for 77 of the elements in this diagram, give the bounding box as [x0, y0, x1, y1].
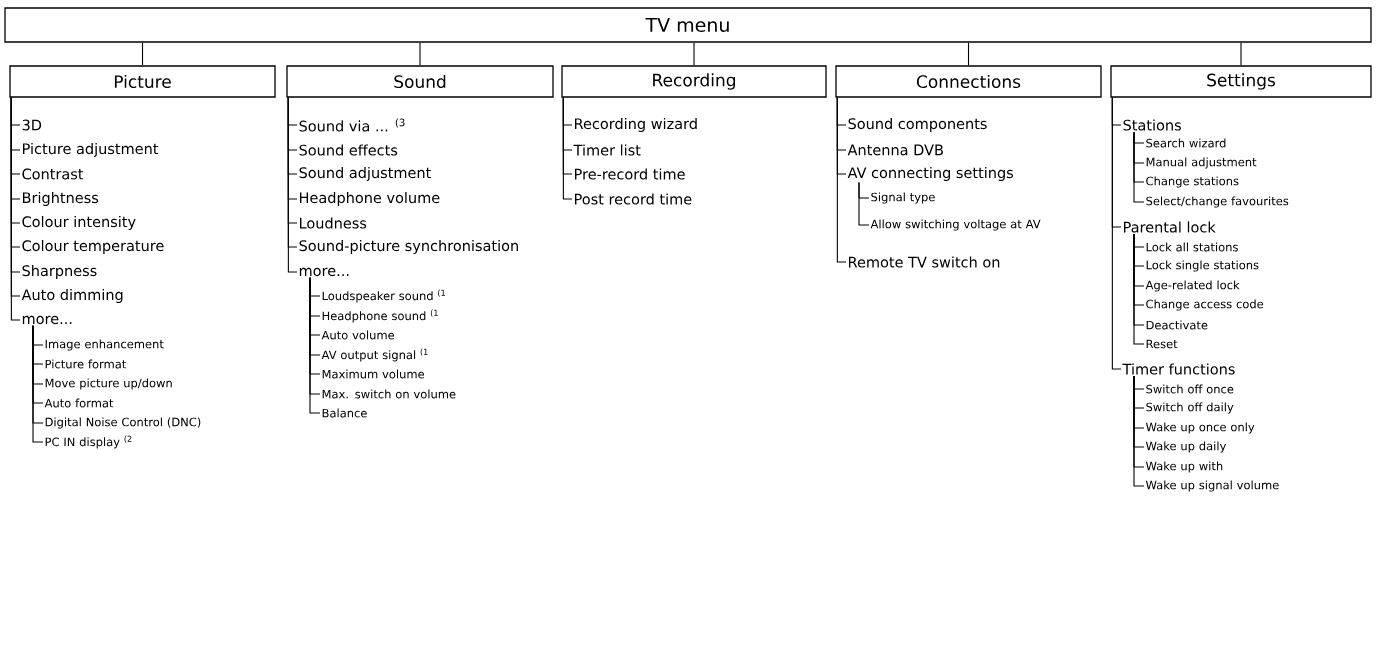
menu-item: Recording wizard	[575, 117, 697, 132]
category-box: Connections	[835, 65, 1102, 98]
menu-item: 3D	[22, 119, 42, 131]
submenu-item: Picture format	[45, 359, 127, 369]
menu-title-box: TV menu	[4, 7, 1372, 43]
menu-item: Auto dimming	[21, 288, 123, 303]
menu-item: more...	[22, 315, 72, 325]
menu-item: Timer functions	[1122, 363, 1235, 375]
submenu-item: PC IN display $^{(2}$	[45, 435, 132, 449]
submenu-item: Digital Noise Control (DNC)	[45, 417, 201, 429]
tree-line	[1133, 233, 1145, 345]
submenu-item: Lock single stations	[1146, 260, 1259, 272]
menu-item: more...	[299, 267, 349, 277]
submenu-item: Balance	[322, 408, 367, 418]
submenu-item: Auto volume	[321, 330, 395, 340]
submenu-item: Manual adjustment	[1146, 157, 1257, 169]
submenu-item: AV output signal $^{(1}$	[321, 348, 428, 362]
submenu-item: Change access code	[1146, 299, 1264, 311]
menu-item: Sound adjustment	[299, 166, 431, 181]
submenu-item: Signal type	[871, 192, 935, 204]
tree-line	[858, 182, 870, 226]
tree-line	[967, 42, 970, 66]
menu-item: Sound via ... $^{(3}$	[299, 118, 405, 132]
menu-item: Parental lock	[1124, 221, 1216, 233]
menu-item: Post record time	[575, 193, 692, 205]
tree-line	[1133, 131, 1145, 203]
menu-item: Sharpness	[22, 264, 97, 279]
submenu-item: Image enhancement	[45, 339, 164, 351]
menu-item: Remote TV switch on	[849, 256, 1000, 268]
menu-item: Antenna DVB	[847, 144, 943, 156]
submenu-item: Wake up once only	[1145, 422, 1255, 434]
tree-line	[1111, 97, 1122, 370]
category-box: Sound	[286, 65, 554, 98]
tree-line	[1240, 42, 1242, 66]
submenu-item: Select/change favourites	[1146, 196, 1289, 208]
menu-item: Sound components	[848, 117, 987, 132]
submenu-item: Wake up signal volume	[1145, 480, 1279, 492]
tree-line	[32, 325, 44, 443]
submenu-item: Deactivate	[1146, 320, 1208, 330]
menu-item: Colour temperature	[22, 239, 164, 254]
submenu-item: Switch off daily	[1146, 402, 1234, 414]
menu-item: Loudness	[300, 217, 367, 229]
menu-item: Headphone volume	[300, 191, 440, 206]
tree-line	[693, 42, 695, 66]
submenu-item: Age-related lock	[1145, 280, 1240, 292]
submenu-item: Maximum volume	[322, 369, 425, 379]
submenu-item: Loudspeaker sound $^{(1}$	[322, 289, 445, 303]
menu-item: Timer list	[573, 144, 641, 156]
submenu-item: Move picture up/down	[45, 378, 172, 390]
submenu-item: Wake up with	[1145, 461, 1223, 473]
submenu-item: Auto format	[44, 398, 114, 408]
menu-item: Stations	[1123, 119, 1181, 131]
menu-item: Sound effects	[299, 144, 398, 156]
menu-item: AV connecting settings	[847, 166, 1014, 181]
submenu-item: Wake up daily	[1145, 441, 1226, 453]
category-box: Settings	[1110, 65, 1372, 98]
submenu-item: Headphone sound $^{(1}$	[322, 309, 438, 323]
tree-line	[419, 42, 421, 66]
submenu-item: Change stations	[1146, 176, 1239, 188]
tree-line	[141, 42, 144, 66]
submenu-item: Lock all stations	[1146, 242, 1238, 252]
tree-line	[1133, 375, 1145, 487]
submenu-item: Switch off once	[1146, 384, 1234, 394]
tree-line	[836, 97, 847, 263]
menu-item: Sound-picture synchronisation	[299, 239, 518, 254]
category-box: Picture	[9, 65, 276, 98]
menu-item: Brightness	[23, 191, 99, 206]
submenu-item: Reset	[1146, 339, 1178, 349]
menu-item: Pre-record time	[575, 168, 685, 180]
submenu-item: Max. switch on volume	[322, 389, 456, 399]
menu-item: Contrast	[22, 168, 84, 180]
menu-item: Colour intensity	[22, 215, 136, 230]
tree-line	[562, 97, 573, 200]
submenu-item: Search wizard	[1146, 138, 1226, 148]
category-box: Recording	[561, 65, 827, 98]
menu-item: Picture adjustment	[23, 142, 159, 157]
submenu-item: Allow switching voltage at AV	[870, 219, 1041, 231]
